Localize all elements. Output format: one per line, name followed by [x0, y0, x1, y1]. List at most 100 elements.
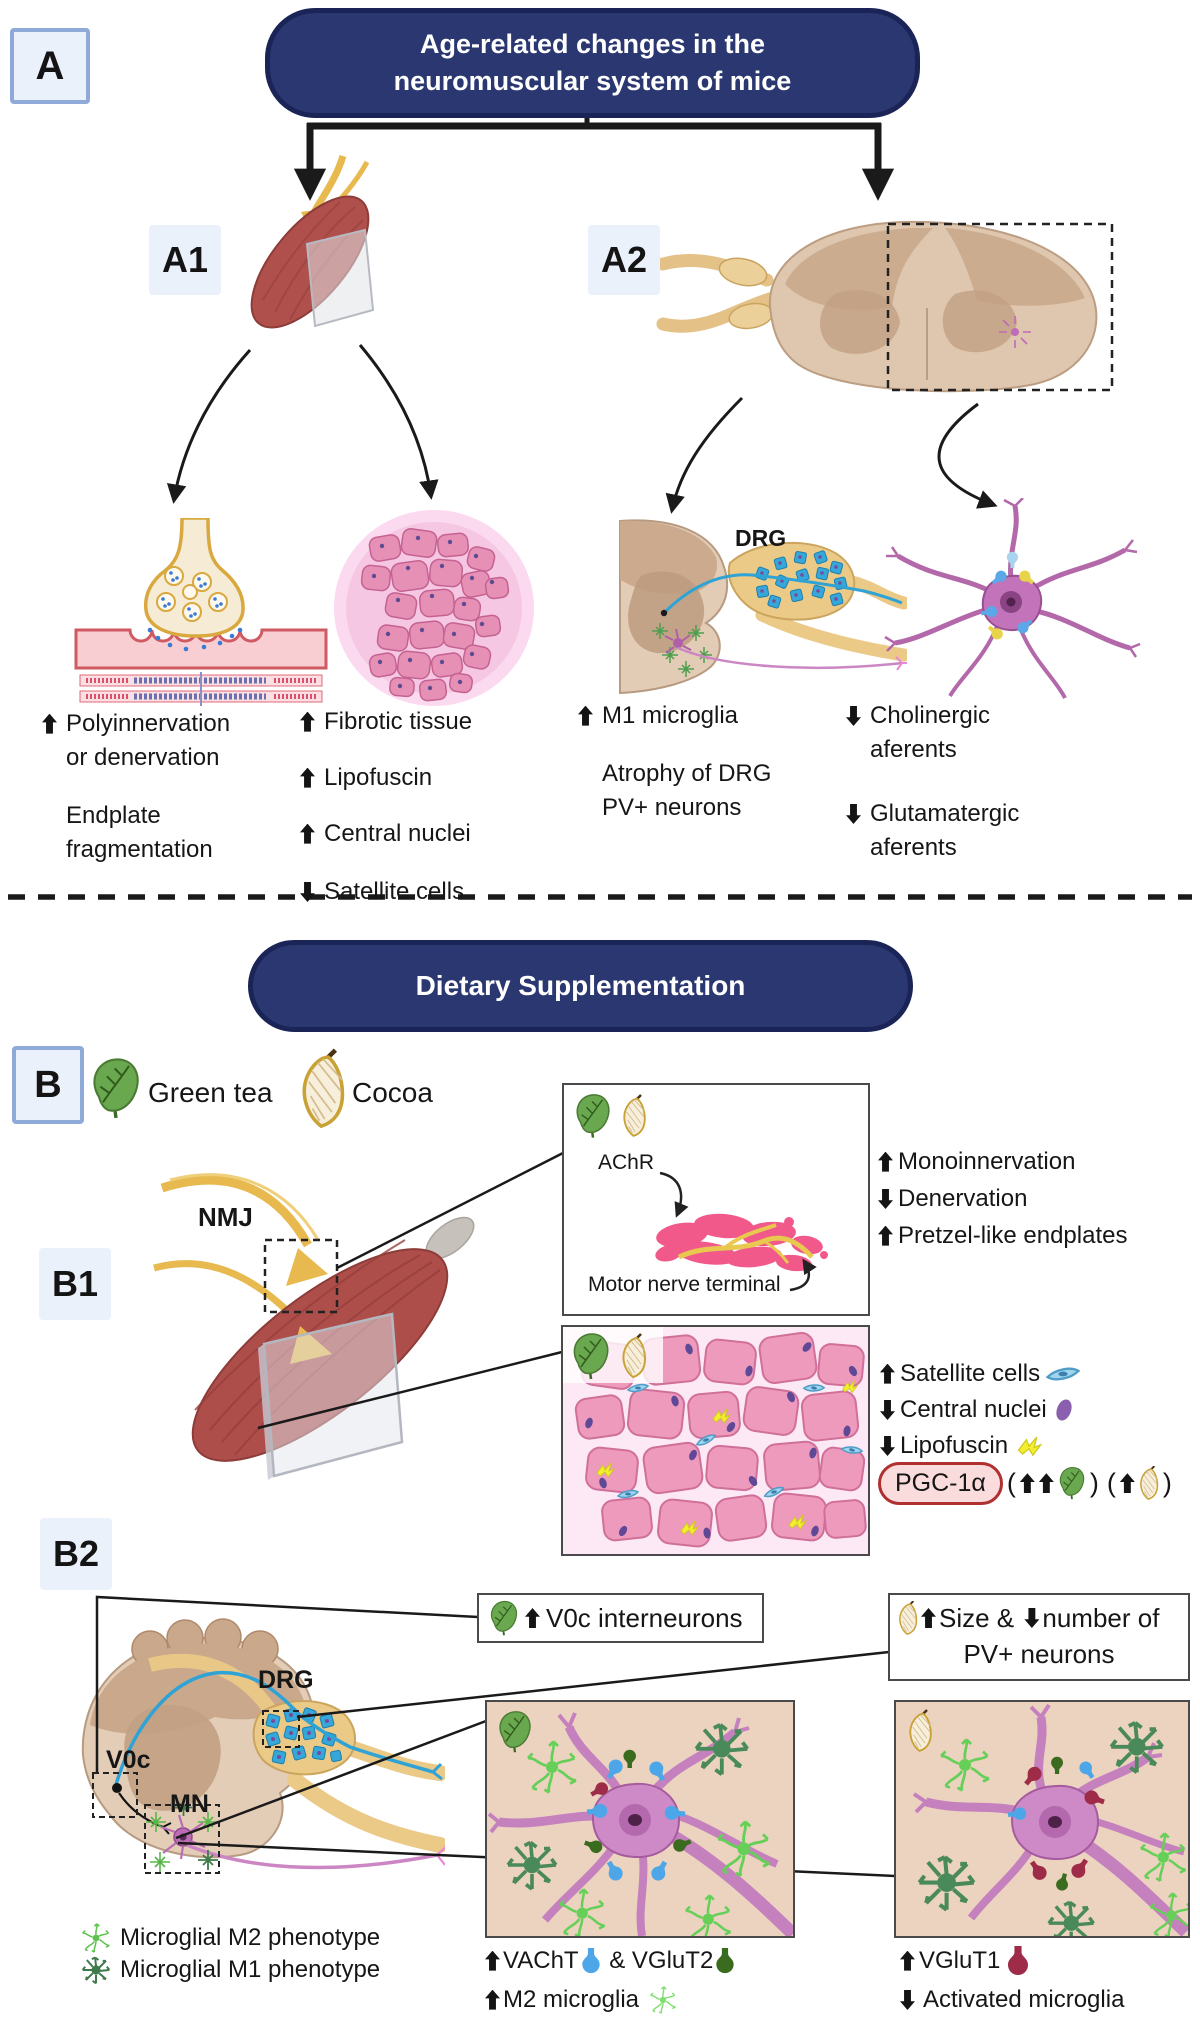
b1-endplate-finding: Pretzel-like endplates — [878, 1220, 1127, 1251]
satellite-cell-icon — [1046, 1367, 1080, 1381]
cocoa-pod-icon — [1139, 1466, 1159, 1501]
curve-muscle-to-nmj — [166, 348, 252, 504]
up-arrow-icon — [525, 1608, 540, 1628]
green-tea-leaf-icon — [1059, 1466, 1085, 1501]
down-arrow-icon — [880, 1436, 895, 1456]
b1-fiber-finding: Lipofuscin — [880, 1430, 1042, 1461]
panel-b-badge: B — [12, 1046, 84, 1124]
panel-a-title-line2: neuromuscular system of mice — [393, 66, 792, 96]
mn-microscopy-box-cocoa — [894, 1700, 1190, 1938]
up-arrow-icon — [300, 823, 315, 844]
muscle-fiber-detail-box — [561, 1325, 870, 1556]
caption-vglut1: VGluT1 — [900, 1945, 1029, 1976]
a2-afferent-finding: Cholinergic — [846, 700, 990, 731]
paren: ) — [1089, 1467, 1099, 1498]
halfcord-drg-illustration — [619, 519, 907, 695]
muscle-illustration-a1 — [250, 154, 375, 329]
a1-nmj-finding-line: Endplate — [66, 802, 161, 829]
a2-afferent-finding: aferents — [870, 834, 957, 861]
up-arrow-icon — [578, 705, 593, 726]
caption-m2-microglia: M2 microglia — [485, 1984, 680, 2015]
a1-fiber-finding: Satellite cells — [300, 876, 464, 907]
b1-fiber-finding: Satellite cells — [880, 1358, 1080, 1389]
b1-endplate-finding: Monoinnervation — [878, 1146, 1075, 1177]
b1-nmj-label: NMJ — [198, 1202, 253, 1232]
a1-nmj-finding-line: or denervation — [66, 744, 220, 771]
v0c-interneurons-box: V0c interneurons — [477, 1593, 764, 1643]
motor-nerve-terminal-label: Motor nerve terminal — [588, 1273, 781, 1296]
up-arrow-icon — [880, 1363, 895, 1384]
up-arrow-icon — [878, 1151, 893, 1172]
pv-neurons-box: Size & number of PV+ neurons — [888, 1593, 1190, 1681]
achr-label: AChR — [598, 1151, 655, 1174]
vglut1-bouton-icon — [1008, 1945, 1029, 1975]
up-arrow-icon — [900, 1950, 915, 1971]
panel-a2-badge: A2 — [588, 225, 660, 295]
down-arrow-icon — [880, 1400, 895, 1420]
up-arrow-icon — [1019, 1473, 1035, 1494]
b2-drg-label: DRG — [258, 1666, 314, 1694]
a1-nmj-finding-line: fragmentation — [66, 836, 213, 863]
a2-afferent-finding: aferents — [870, 736, 957, 763]
up-arrow-icon — [485, 1950, 500, 1971]
muscle-cross-section-illustration — [334, 510, 534, 706]
muscle-illustration-b1 — [153, 1173, 475, 1480]
up-arrow-icon — [1119, 1473, 1135, 1494]
cocoa-pod-icon — [898, 1601, 918, 1635]
paren: ( — [1006, 1467, 1016, 1498]
down-arrow-icon — [846, 706, 861, 726]
panel-b2-badge: B2 — [40, 1518, 112, 1590]
b1-pgc-row: PGC-1α ( ) ( ) — [878, 1462, 1172, 1505]
a1-fiber-finding: Lipofuscin — [300, 762, 432, 793]
panel-a-title: Age-related changes in the neuromuscular… — [265, 8, 920, 118]
legend-m1-phenotype: Microglial M1 phenotype — [78, 1954, 380, 1985]
m1-microglia-icon — [81, 1956, 111, 1984]
a2-cord-finding: M1 microglia — [578, 700, 738, 731]
a2-cord-finding: Atrophy of DRG — [602, 760, 772, 787]
down-arrow-icon — [900, 1990, 915, 2010]
m2-microglia-icon — [81, 1922, 111, 1953]
a1-fiber-finding: Central nuclei — [300, 818, 471, 849]
supplement-label-green-tea: Green tea — [148, 1077, 273, 1108]
green-tea-leaf-icon — [92, 1057, 140, 1120]
vacht-bouton-icon — [581, 1947, 600, 1973]
paren: ( — [1106, 1467, 1116, 1498]
down-arrow-icon — [878, 1189, 893, 1209]
caption-vacht-vglut2: VAChT & VGluT2 — [485, 1945, 734, 1976]
a2-afferent-finding: Glutamatergic — [846, 798, 1019, 829]
down-arrow-icon — [300, 882, 315, 902]
lipofuscin-icon — [1018, 1436, 1042, 1456]
up-arrow-icon — [878, 1225, 893, 1246]
up-arrow-icon — [485, 1989, 500, 2010]
vglut2-bouton-icon — [716, 1947, 734, 1973]
up-arrow-icon — [300, 767, 315, 788]
endplate-detail-box: AChR Motor nerve terminal — [562, 1083, 870, 1316]
up-arrow-icon — [1038, 1473, 1054, 1494]
panel-a-badge: A — [10, 28, 90, 104]
a2-cord-finding: PV+ neurons — [602, 794, 742, 821]
pgc1a-pill: PGC-1α — [878, 1462, 1003, 1505]
spinal-cord-illustration-a2 — [656, 220, 1114, 393]
m2-microglia-icon — [649, 1985, 677, 2014]
nmj-synapse-illustration — [74, 518, 328, 706]
supplement-label-cocoa: Cocoa — [352, 1077, 433, 1108]
central-nucleus-icon — [1054, 1396, 1073, 1423]
panel-b1-badge: B1 — [39, 1248, 111, 1320]
up-arrow-icon — [921, 1608, 936, 1628]
curve-cord-to-drg — [665, 396, 744, 514]
up-arrow-icon — [300, 711, 315, 732]
b2-mn-label: MN — [170, 1790, 209, 1818]
panel-b-title: Dietary Supplementation — [248, 940, 913, 1032]
cocoa-pod-icon — [300, 1048, 346, 1130]
a2-drg-label: DRG — [735, 525, 787, 551]
caption-activated-microglia: Activated microglia — [900, 1984, 1124, 2015]
legend-m2-phenotype: Microglial M2 phenotype — [78, 1922, 380, 1953]
panel-a-title-line1: Age-related changes in the — [419, 29, 766, 59]
down-arrow-icon — [846, 804, 861, 824]
purple-neuron-illustration — [884, 498, 1141, 699]
green-tea-leaf-icon — [490, 1600, 518, 1637]
muscle-fiber-illustration — [563, 1327, 867, 1548]
b1-fiber-finding: Central nuclei — [880, 1394, 1073, 1425]
paren: ) — [1162, 1467, 1172, 1498]
